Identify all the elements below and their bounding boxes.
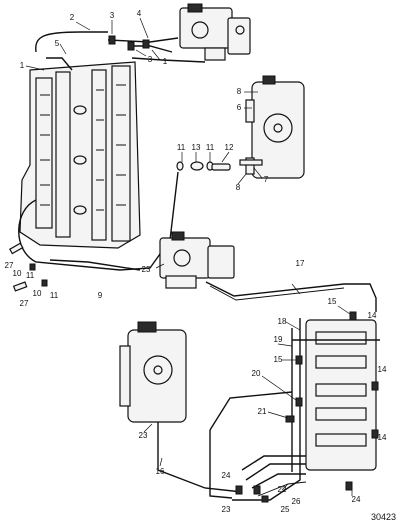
callout-21: 21 (258, 407, 267, 416)
callout-14: 14 (378, 433, 387, 442)
callout-20: 20 (252, 369, 261, 378)
callout-15: 15 (328, 297, 337, 306)
callout-17: 17 (296, 259, 305, 268)
callout-23: 23 (142, 265, 151, 274)
callout-23: 23 (139, 431, 148, 440)
fuel-rails-lower (209, 311, 380, 503)
callout-9: 9 (98, 291, 103, 300)
fitting-group-left (8, 242, 48, 292)
callout-16: 16 (156, 467, 165, 476)
callout-labels: 2 3 4 5 3 1 1 8 6 11 13 11 12 7 8 23 27 … (5, 9, 387, 514)
vapor-separator-lower (119, 321, 187, 423)
fitting-group-upper (176, 157, 263, 175)
callout-24: 24 (352, 495, 361, 504)
callout-1: 1 (20, 61, 25, 70)
callout-4: 4 (137, 9, 142, 18)
callout-11: 11 (50, 291, 59, 300)
callout-10: 10 (33, 289, 42, 298)
callout-18: 18 (278, 317, 287, 326)
callout-23: 23 (222, 505, 231, 514)
vapor-separator-upper (245, 75, 305, 179)
callout-11: 11 (26, 271, 35, 280)
callout-1: 1 (163, 57, 168, 66)
fuel-pump-middle (159, 231, 235, 289)
callout-26: 26 (292, 497, 301, 506)
callout-3: 3 (148, 55, 153, 64)
callout-5: 5 (55, 39, 60, 48)
leader-lines (25, 17, 353, 496)
callout-10: 10 (13, 269, 22, 278)
callout-2: 2 (70, 13, 75, 22)
callout-22: 22 (278, 485, 287, 494)
callout-25: 25 (281, 505, 290, 514)
callout-11: 11 (206, 143, 215, 152)
callout-8: 8 (237, 87, 242, 96)
callout-27: 27 (5, 261, 14, 270)
figure-number: 30423 (371, 512, 396, 522)
callout-11: 11 (177, 143, 186, 152)
callout-27: 27 (20, 299, 29, 308)
supply-hose-17 (205, 281, 377, 312)
callout-6: 6 (237, 103, 242, 112)
callout-12: 12 (225, 143, 234, 152)
callout-24: 24 (222, 471, 231, 480)
top-fuel-lines (35, 31, 206, 71)
callout-7: 7 (264, 175, 269, 184)
intake-plenum (305, 319, 379, 471)
callout-14: 14 (368, 311, 377, 320)
callout-14: 14 (378, 365, 387, 374)
hose-16 (157, 422, 243, 493)
fuel-pump-upper (179, 3, 251, 61)
callout-19: 19 (274, 335, 283, 344)
callout-13: 13 (192, 143, 201, 152)
cylinder-block (19, 61, 141, 249)
callout-3: 3 (110, 11, 115, 20)
callout-8: 8 (236, 183, 241, 192)
callout-15: 15 (274, 355, 283, 364)
